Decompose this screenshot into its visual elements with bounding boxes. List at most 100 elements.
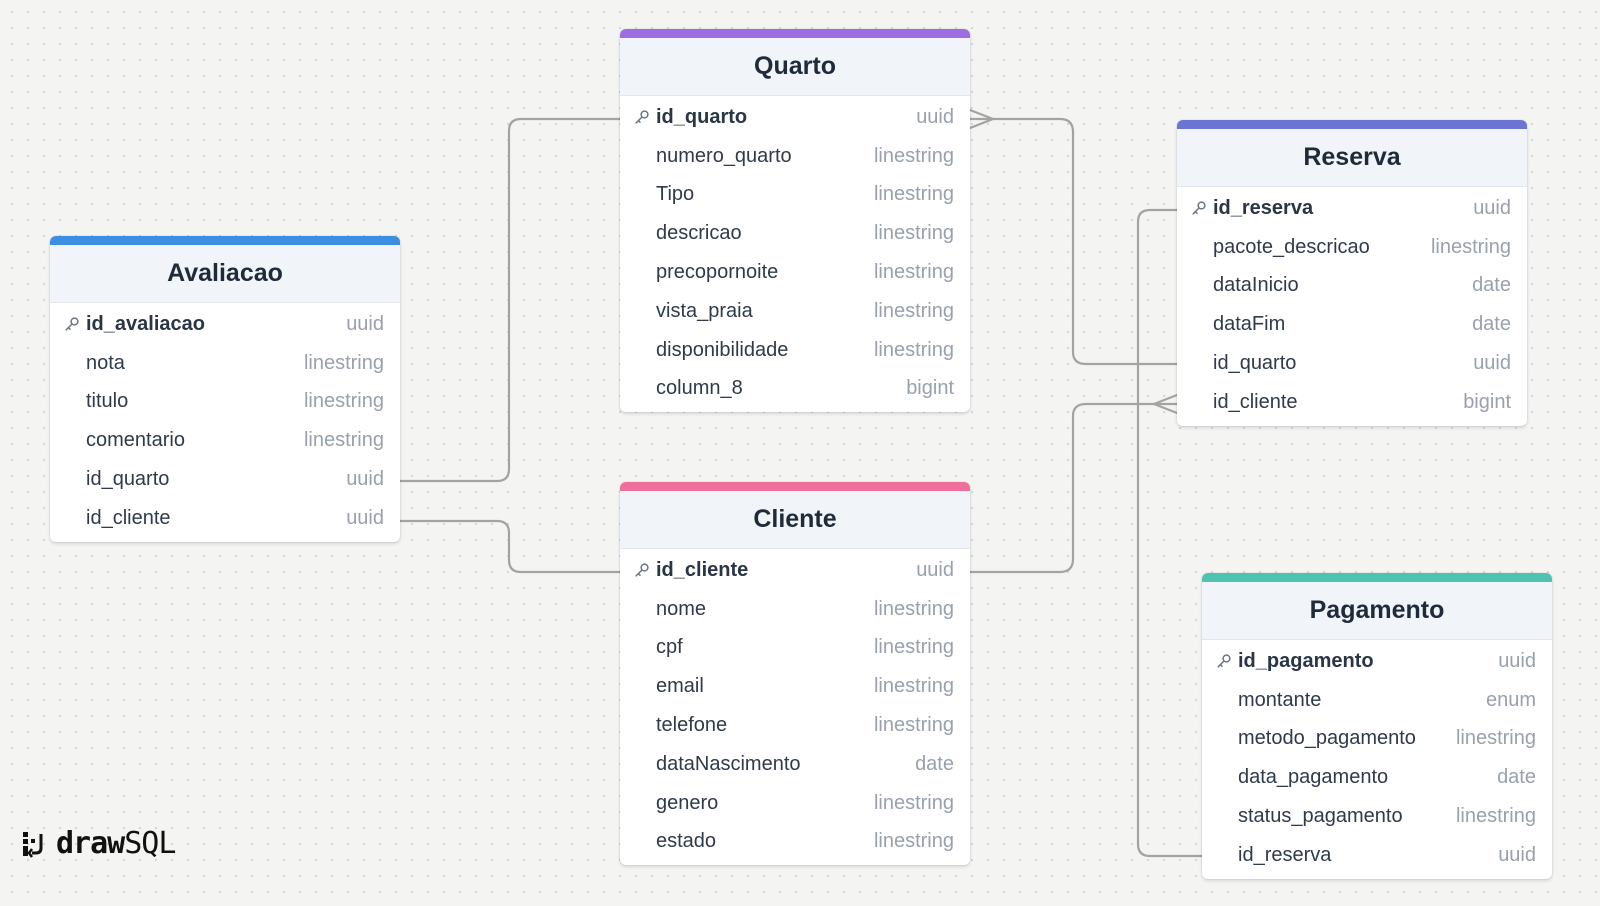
column-name: dataInicio <box>1213 274 1299 297</box>
table-accent-bar <box>620 29 970 38</box>
column-type: linestring <box>303 351 384 374</box>
column-name: data_pagamento <box>1238 766 1389 789</box>
column-type: linestring <box>873 830 954 853</box>
key-icon <box>1216 653 1238 669</box>
column-row[interactable]: numero_quarto linestring <box>620 137 970 176</box>
table-pagamento[interactable]: Pagamento id_pagamento uuid montante enu… <box>1202 573 1552 879</box>
table-quarto[interactable]: Quarto id_quarto uuid numero_quarto line… <box>620 29 970 413</box>
column-name: pacote_descricao <box>1213 235 1370 258</box>
column-list: id_avaliacao uuid nota linestring titulo… <box>50 303 400 542</box>
logo-text-sql: SQL <box>124 826 176 861</box>
column-row[interactable]: genero linestring <box>620 784 970 823</box>
column-row[interactable]: id_quarto uuid <box>1177 344 1527 383</box>
logo-text-draw: draw <box>56 826 125 861</box>
column-type: linestring <box>873 791 954 814</box>
column-row[interactable]: status_pagamento linestring <box>1202 797 1552 836</box>
column-name: status_pagamento <box>1238 805 1403 828</box>
column-row[interactable]: nota linestring <box>50 344 400 383</box>
connector-avaliacao-quarto <box>398 117 622 483</box>
table-title[interactable]: Quarto <box>620 38 970 96</box>
column-name: descricao <box>656 222 742 245</box>
column-type: linestring <box>303 390 384 413</box>
column-row[interactable]: data_pagamento date <box>1202 758 1552 797</box>
column-row[interactable]: pacote_descricao linestring <box>1177 228 1527 267</box>
table-title[interactable]: Reserva <box>1177 129 1527 187</box>
column-type: linestring <box>303 429 384 452</box>
column-row[interactable]: id_avaliacao uuid <box>50 305 400 344</box>
column-row[interactable]: id_cliente uuid <box>50 499 400 538</box>
column-row[interactable]: montante enum <box>1202 681 1552 720</box>
column-list: id_pagamento uuid montante enum metodo_p… <box>1202 640 1552 879</box>
column-row[interactable]: email linestring <box>620 667 970 706</box>
column-name: nota <box>86 351 125 374</box>
column-type: uuid <box>1498 649 1536 672</box>
column-row[interactable]: id_reserva uuid <box>1177 189 1527 228</box>
connector-avaliacao-cliente <box>398 519 622 574</box>
column-row[interactable]: nome linestring <box>620 590 970 629</box>
column-type: linestring <box>1455 805 1536 828</box>
column-type: uuid <box>1473 352 1511 375</box>
column-row[interactable]: dataFim date <box>1177 305 1527 344</box>
column-type: date <box>1497 766 1536 789</box>
column-row[interactable]: column_8 bigint <box>620 370 970 409</box>
column-row[interactable]: id_cliente bigint <box>1177 383 1527 422</box>
column-row[interactable]: estado linestring <box>620 823 970 862</box>
table-cliente[interactable]: Cliente id_cliente uuid nome linestring … <box>620 482 970 866</box>
column-row[interactable]: id_quarto uuid <box>50 460 400 499</box>
column-type: linestring <box>873 597 954 620</box>
column-name: disponibilidade <box>656 338 789 361</box>
key-icon <box>64 316 86 332</box>
table-accent-bar <box>1202 573 1552 582</box>
column-type: linestring <box>873 183 954 206</box>
column-name: genero <box>656 791 719 814</box>
column-row[interactable]: descricao linestring <box>620 214 970 253</box>
key-icon <box>1191 200 1213 216</box>
connector-quarto-reserva <box>968 117 1179 366</box>
column-row[interactable]: cpf linestring <box>620 629 970 668</box>
column-type: bigint <box>906 377 954 400</box>
column-name: id_quarto <box>86 468 170 491</box>
table-title[interactable]: Avaliacao <box>50 245 400 303</box>
column-type: uuid <box>916 558 954 581</box>
column-type: linestring <box>873 261 954 284</box>
column-type: linestring <box>1430 235 1511 258</box>
column-name: nome <box>656 597 707 620</box>
drawsql-logo[interactable]: draw SQL <box>22 826 176 861</box>
column-type: uuid <box>346 506 384 529</box>
column-name: numero_quarto <box>656 144 792 167</box>
column-row[interactable]: dataInicio date <box>1177 267 1527 306</box>
column-name: id_quarto <box>1213 352 1297 375</box>
column-row[interactable]: disponibilidade linestring <box>620 331 970 370</box>
column-type: bigint <box>1463 390 1511 413</box>
column-row[interactable]: metodo_pagamento linestring <box>1202 720 1552 759</box>
column-name: comentario <box>86 429 185 452</box>
column-row[interactable]: telefone linestring <box>620 706 970 745</box>
column-row[interactable]: vista_praia linestring <box>620 292 970 331</box>
column-row[interactable]: id_quarto uuid <box>620 98 970 137</box>
table-reserva[interactable]: Reserva id_reserva uuid pacote_descricao… <box>1177 120 1527 426</box>
column-row[interactable]: titulo linestring <box>50 383 400 422</box>
column-row[interactable]: id_cliente uuid <box>620 551 970 590</box>
column-type: date <box>1472 274 1511 297</box>
table-accent-bar <box>620 482 970 491</box>
column-row[interactable]: comentario linestring <box>50 421 400 460</box>
column-name: id_reserva <box>1238 843 1332 866</box>
column-name: id_pagamento <box>1238 649 1374 672</box>
key-icon <box>634 562 656 578</box>
column-name: cpf <box>656 636 683 659</box>
column-row[interactable]: Tipo linestring <box>620 176 970 215</box>
column-name: Tipo <box>656 183 695 206</box>
column-row[interactable]: id_reserva uuid <box>1202 836 1552 875</box>
column-name: column_8 <box>656 377 743 400</box>
table-avaliacao[interactable]: Avaliacao id_avaliacao uuid nota linestr… <box>50 236 400 542</box>
column-type: linestring <box>1455 727 1536 750</box>
table-title[interactable]: Cliente <box>620 491 970 549</box>
column-row[interactable]: precopornoite linestring <box>620 253 970 292</box>
column-name: titulo <box>86 390 129 413</box>
column-row[interactable]: id_pagamento uuid <box>1202 642 1552 681</box>
table-title[interactable]: Pagamento <box>1202 582 1552 640</box>
column-name: vista_praia <box>656 299 753 322</box>
column-row[interactable]: dataNascimento date <box>620 745 970 784</box>
column-name: telefone <box>656 714 728 737</box>
